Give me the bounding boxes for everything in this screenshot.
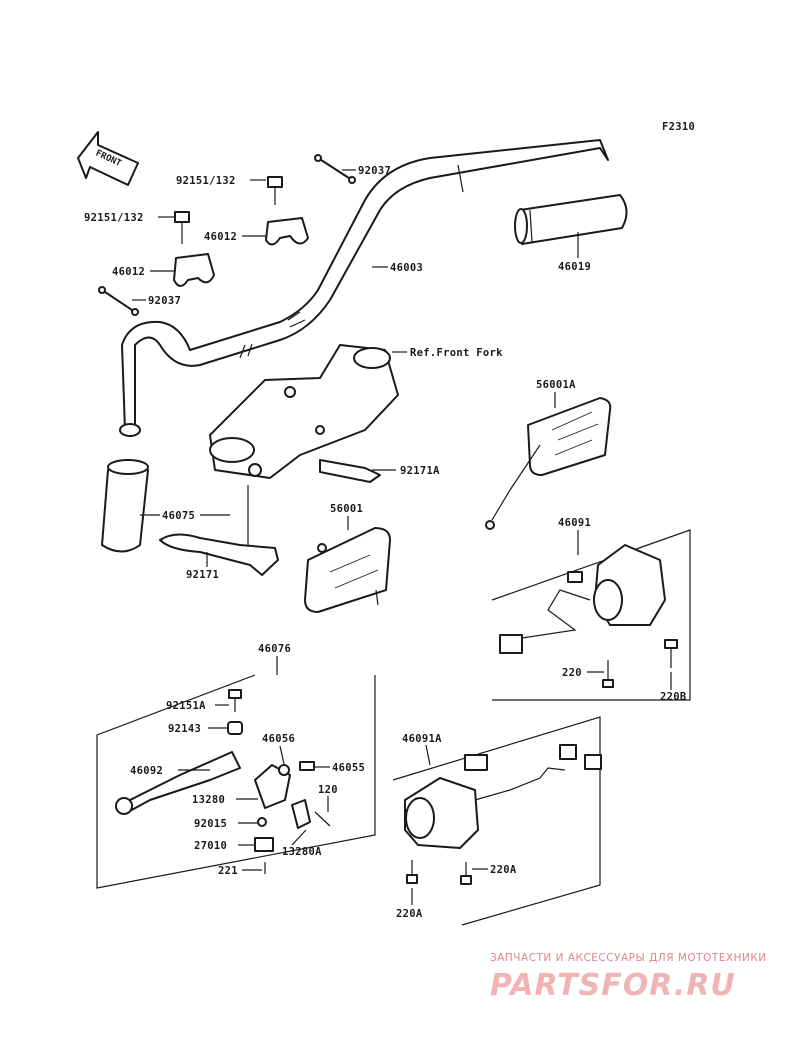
label-46091: 46091: [558, 517, 591, 529]
bracket-13280A: [291, 799, 311, 829]
clip-92037-top: [314, 154, 356, 184]
figure-code: F2310: [662, 121, 695, 133]
bracket-92171: [159, 533, 279, 576]
label-92037-left: 92037: [148, 295, 181, 307]
label-220B: 220B: [660, 691, 687, 703]
screw-220A-b: [460, 862, 472, 885]
label-46003: 46003: [390, 262, 423, 274]
frame-46076: [96, 674, 376, 889]
clamp-46012-b: [173, 253, 215, 287]
frame-46091: [491, 529, 691, 701]
nut-46056: [278, 764, 290, 776]
label-46012-a: 46012: [204, 231, 237, 243]
switch-27010: [254, 837, 274, 852]
label-46076: 46076: [258, 643, 291, 655]
washer-92015: [257, 817, 267, 827]
screw-220A-a: [406, 860, 418, 884]
label-46055: 46055: [332, 762, 365, 774]
bolt-92151-132-a: [267, 176, 283, 205]
screw-46055: [299, 761, 315, 771]
screw-220: [602, 660, 614, 688]
label-92171: 92171: [186, 569, 219, 581]
bolt-92151A: [228, 689, 242, 712]
label-46056: 46056: [262, 733, 295, 745]
label-220: 220: [562, 667, 582, 679]
label-92151-132-a: 92151/132: [176, 175, 236, 187]
watermark-caption: ЗАПЧАСТИ И АКСЕССУАРЫ ДЛЯ МОТОТЕХНИКИ: [490, 952, 767, 964]
watermark-brand-logo: PARTSFOR.RU: [490, 968, 736, 1003]
clip-92037-left: [98, 286, 139, 316]
lever-46092: [115, 751, 241, 815]
label-220A-b: 220A: [396, 908, 423, 920]
grip-46075: [101, 459, 149, 553]
label-92171A: 92171A: [400, 465, 440, 477]
screw-120: [314, 811, 331, 827]
label-46075: 46075: [162, 510, 195, 522]
label-120: 120: [318, 784, 338, 796]
bolt-92151-132-b: [174, 211, 190, 244]
label-92143: 92143: [168, 723, 201, 735]
label-92151A: 92151A: [166, 700, 206, 712]
clamp-46012-a: [265, 217, 309, 246]
label-13280A: 13280A: [282, 846, 322, 858]
screw-220B: [664, 639, 678, 668]
grip-46019: [514, 194, 628, 245]
label-92151-132-b: 92151/132: [84, 212, 144, 224]
frame-46091A: [392, 716, 601, 926]
steering-stem-front-fork: [209, 344, 399, 479]
bracket-92171A: [319, 459, 381, 483]
switch-housing-46091A: [404, 744, 602, 849]
handlebar-46003: [119, 139, 609, 437]
switch-housing-46091: [499, 544, 666, 654]
label-46092: 46092: [130, 765, 163, 777]
label-92037-top: 92037: [358, 165, 391, 177]
label-56001A: 56001A: [536, 379, 576, 391]
label-92015: 92015: [194, 818, 227, 830]
leader-lines: [132, 169, 672, 905]
label-13280: 13280: [192, 794, 225, 806]
front-arrow-icon: FRONT: [77, 131, 139, 186]
label-221: 221: [218, 865, 238, 877]
lever-bracket-13280: [254, 764, 291, 809]
label-220A-a: 220A: [490, 864, 517, 876]
label-46091A: 46091A: [402, 733, 442, 745]
collar-92143: [227, 721, 243, 735]
label-27010: 27010: [194, 840, 227, 852]
label-46019: 46019: [558, 261, 591, 273]
mirror-56001: [304, 527, 391, 613]
mirror-56001A: [485, 397, 612, 530]
label-56001: 56001: [330, 503, 363, 515]
label-ref-front-fork: Ref.Front Fork: [410, 347, 503, 359]
label-46012-b: 46012: [112, 266, 145, 278]
